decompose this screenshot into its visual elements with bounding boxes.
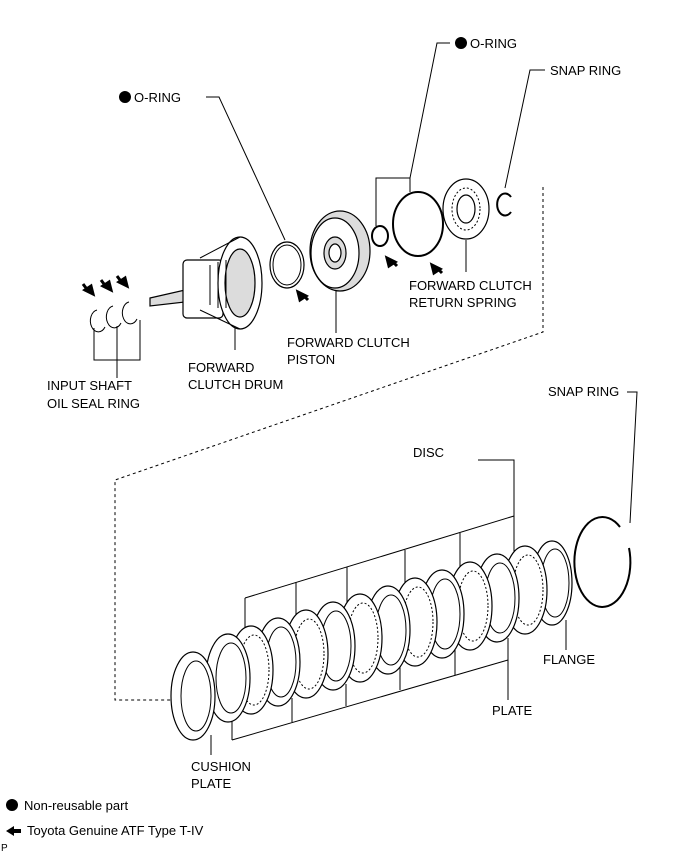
legend-non-reusable: Non-reusable part [24,798,128,813]
non-reusable-dot-icon [455,37,467,49]
o-ring-left-leader [206,96,286,241]
label-return-spring-1: FORWARD CLUTCH [409,278,532,293]
label-o-ring-left: O-RING [134,90,181,105]
snap-ring-top [496,192,512,217]
legend-atf: Toyota Genuine ATF Type T-IV [27,823,204,838]
atf-arrow-icon [295,289,310,303]
forward-clutch-return-spring [442,178,490,240]
label-cushion-2: PLATE [191,776,232,791]
label-piston-1: FORWARD CLUTCH [287,335,410,350]
o-ring-top-leader [375,42,450,226]
assembly-guide-line [114,187,544,701]
plate-bracket [231,638,509,741]
label-drum-2: CLUTCH DRUM [188,377,283,392]
atf-arrow-icon [81,275,130,297]
o-ring-large [392,191,444,257]
arrow-left-icon [6,826,21,836]
snap-ring-bottom [573,516,632,608]
label-return-spring-2: RETURN SPRING [409,295,517,310]
clutch-pack [170,540,573,741]
atf-arrow-icon [429,262,444,276]
label-disc: DISC [413,445,444,460]
corner-mark: P [1,843,8,854]
forward-clutch-piston [309,210,371,292]
snap-ring-bottom-leader [627,391,638,524]
input-shaft-seal-rings [89,301,138,333]
label-plate: PLATE [492,703,533,718]
black-dot-icon [6,799,18,811]
label-snap-ring-top: SNAP RING [550,63,621,78]
snap-ring-top-leader [504,69,545,189]
label-snap-ring-bottom: SNAP RING [548,384,619,399]
non-reusable-dot-icon [119,91,131,103]
label-drum-1: FORWARD [188,360,254,375]
o-ring-small [371,225,389,247]
label-piston-2: PISTON [287,352,335,367]
o-ring-left [269,241,305,289]
label-o-ring-top: O-RING [470,36,517,51]
label-flange: FLANGE [543,652,595,667]
label-cushion-1: CUSHION [191,759,251,774]
label-seal-2: OIL SEAL RING [47,396,140,411]
disc-bracket [244,459,515,640]
forward-clutch-drum [149,236,263,330]
label-seal-1: INPUT SHAFT [47,378,132,393]
atf-arrow-icon [384,255,399,269]
